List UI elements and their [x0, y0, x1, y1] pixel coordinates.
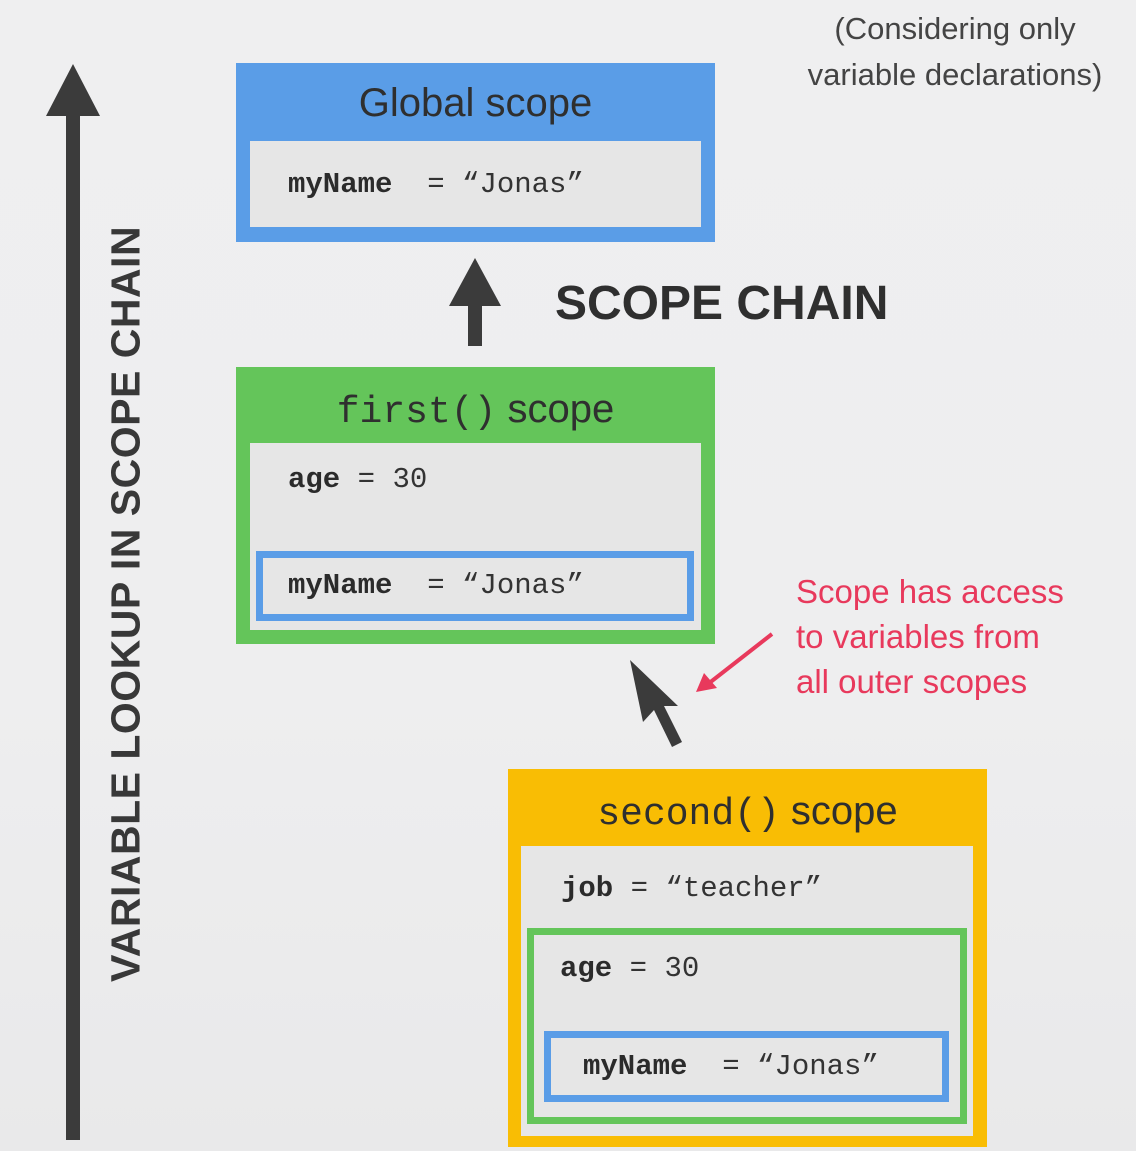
- lookup-arrow-head-icon: [46, 64, 100, 116]
- diagonal-arrow-shape: [630, 660, 682, 747]
- annotation-pointer-head: [696, 673, 717, 692]
- equals-sign: =: [722, 1050, 740, 1083]
- second-scope-fn: second(): [597, 793, 780, 836]
- var-name: myName: [583, 1050, 688, 1083]
- first-scope-box: first() scope age = 30 myName = “Jonas”: [236, 367, 715, 644]
- lookup-arrow-shaft: [66, 112, 80, 1140]
- var-name: age: [560, 952, 613, 985]
- first-scope-title: first() scope: [236, 387, 715, 434]
- first-inherited-myname: myName = “Jonas”: [288, 569, 584, 602]
- var-value: “Jonas”: [462, 168, 584, 201]
- equals-sign: =: [629, 952, 648, 985]
- var-name: myName: [288, 168, 393, 201]
- var-name: age: [288, 463, 341, 496]
- lookup-label: VARIABLE LOOKUP IN SCOPE CHAIN: [102, 225, 149, 983]
- note-line-1: (Considering only: [834, 11, 1076, 46]
- equals-sign: =: [630, 872, 649, 905]
- first-scope-vars: age = 30 myName = “Jonas”: [250, 443, 701, 630]
- second-inherited-age: age = 30: [560, 952, 699, 985]
- equals-sign: =: [427, 168, 445, 201]
- diagonal-arrow-icon: [630, 660, 682, 747]
- var-value: “Jonas”: [462, 569, 584, 602]
- second-var-job: job = “teacher”: [561, 872, 822, 905]
- second-scope-word: scope: [790, 789, 898, 833]
- equals-sign: =: [427, 569, 445, 602]
- var-value: 30: [392, 463, 428, 496]
- first-scope-word: scope: [507, 387, 615, 431]
- scope-chain-arrow-head-icon: [449, 258, 501, 306]
- second-inherited-global-box: myName = “Jonas”: [544, 1031, 949, 1102]
- global-var-myname: myName = “Jonas”: [288, 168, 584, 201]
- annotation-pointer-icon: [696, 632, 774, 692]
- global-scope-vars: myName = “Jonas”: [250, 141, 701, 227]
- scope-access-annotation: Scope has access to variables from all o…: [796, 569, 1126, 704]
- var-value: “teacher”: [665, 872, 823, 905]
- var-name: myName: [288, 569, 393, 602]
- second-scope-vars: job = “teacher” age = 30 myName = “Jonas…: [521, 846, 973, 1136]
- global-scope-title: Global scope: [358, 81, 593, 125]
- first-var-age: age = 30: [288, 463, 427, 496]
- first-scope-fn: first(): [336, 391, 497, 434]
- note-line-2: variable declarations): [807, 57, 1103, 92]
- declarations-note: (Considering only variable declarations): [790, 6, 1120, 98]
- annotation-line-1: Scope has access: [796, 573, 1064, 610]
- scope-chain-label: SCOPE CHAIN: [555, 277, 889, 330]
- equals-sign: =: [357, 463, 376, 496]
- second-scope-title: second() scope: [508, 789, 987, 836]
- annotation-line-3: all outer scopes: [796, 663, 1028, 700]
- second-inherited-myname: myName = “Jonas”: [583, 1050, 879, 1083]
- first-inherited-global-box: myName = “Jonas”: [256, 551, 694, 621]
- second-inherited-first-box: age = 30 myName = “Jonas”: [527, 928, 967, 1124]
- var-value: “Jonas”: [757, 1050, 879, 1083]
- second-scope-box: second() scope job = “teacher” age = 30 …: [508, 769, 987, 1147]
- annotation-line-2: to variables from: [796, 618, 1040, 655]
- global-scope-box: Global scope myName = “Jonas”: [236, 63, 715, 242]
- var-value: 30: [664, 952, 700, 985]
- scope-chain-arrow-shaft: [468, 302, 482, 346]
- annotation-pointer-line: [706, 632, 774, 686]
- var-name: job: [561, 872, 614, 905]
